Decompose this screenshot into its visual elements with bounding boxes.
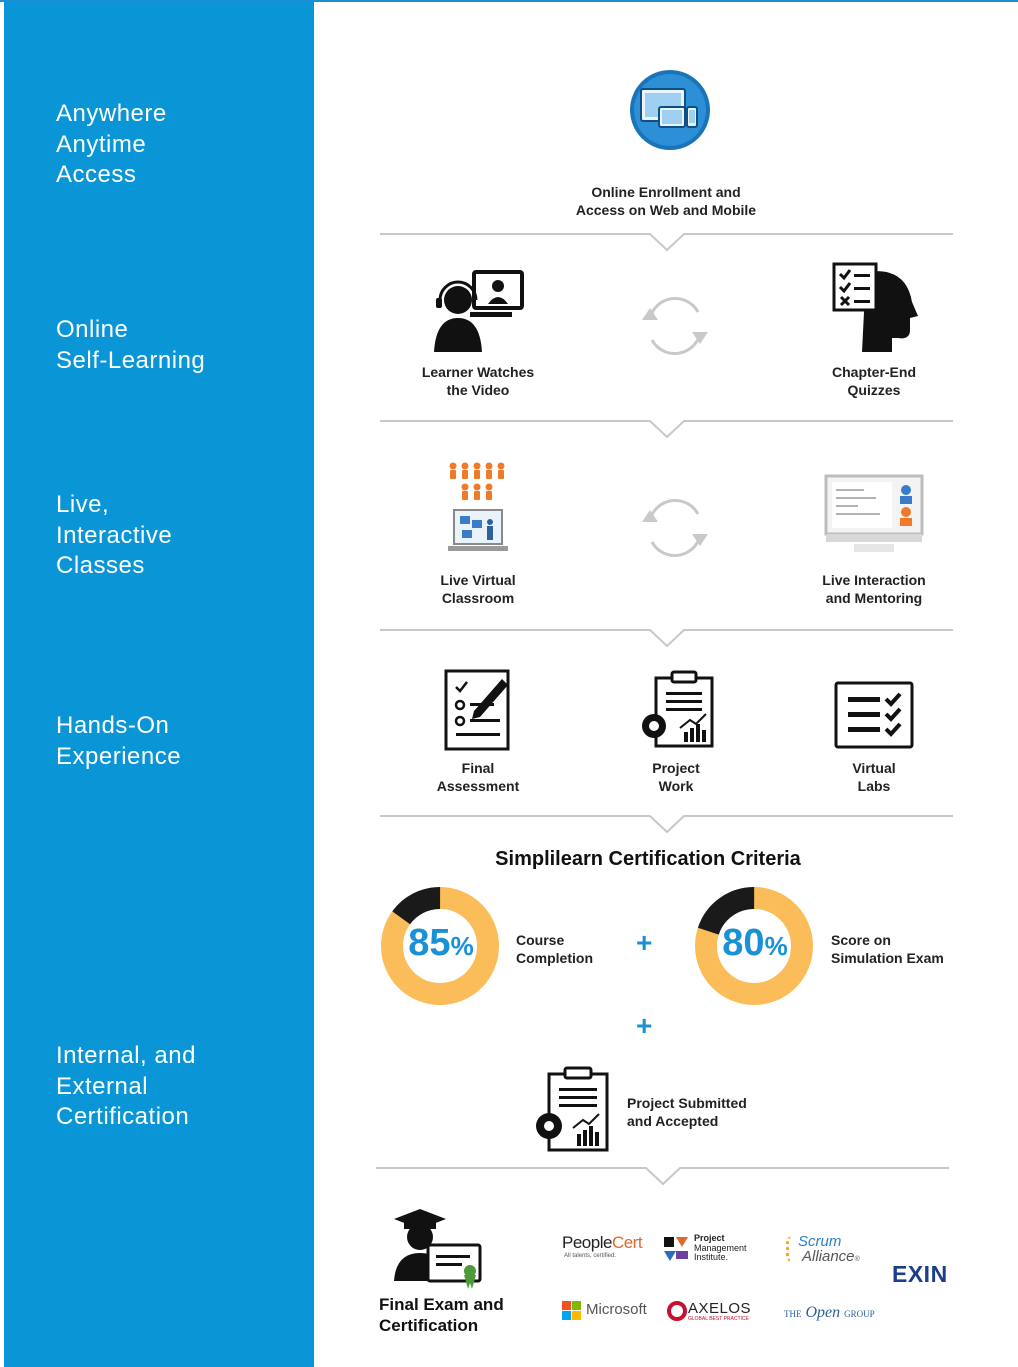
live-mentoring-icon [824,474,924,561]
scrum-alliance-logo: Scrum Alliance® [784,1234,860,1268]
virtual-classroom-icon [440,460,516,559]
learner-video-icon [432,270,526,357]
axelos-mark-icon [667,1301,687,1321]
virtual-labs-icon [834,681,914,754]
cycle-icon [636,292,714,365]
final-assessment-icon [444,669,512,756]
devices-icon [629,69,711,156]
open-group-logo: THE Open GROUP [784,1304,875,1321]
course-completion-ring [381,887,499,1006]
peoplecert-logo: PeopleCert All talents, certified. [562,1233,643,1259]
exam-percent: 80% [722,922,788,964]
course-percent: 85% [408,922,474,964]
exin-logo: EXIN [892,1261,948,1287]
graduate-certificate-icon [390,1207,482,1296]
top-border [0,0,1018,2]
project-work-icon [638,670,714,753]
sidebar [4,2,314,1367]
microsoft-windows-icon [562,1301,581,1320]
cycle-icon [636,494,714,567]
project-submitted-icon [533,1066,609,1157]
pmi-mark-icon [664,1237,688,1261]
quiz-head-icon [832,262,918,357]
plus-sign: + [636,927,653,958]
criteria-title: Simplilearn Certification Criteria [495,848,801,870]
simulation-exam-ring [695,887,813,1005]
plus-sign: + [636,1010,653,1041]
